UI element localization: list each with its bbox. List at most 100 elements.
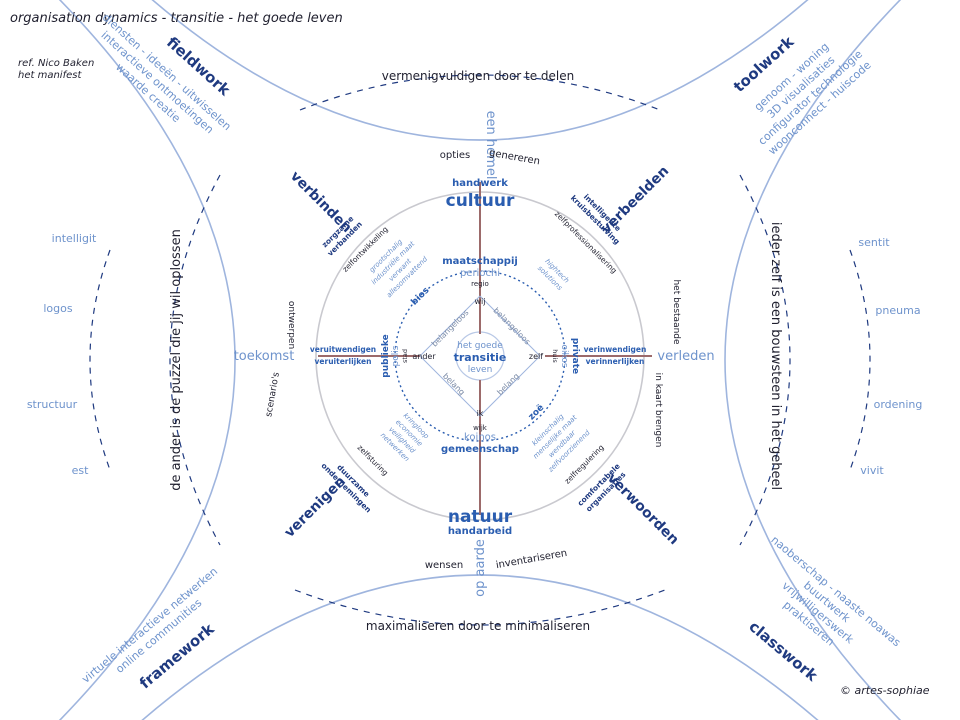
scenarios-label: scenario's: [264, 371, 282, 418]
outer-bottom-text: maximaliseren door te minimaliseren: [366, 619, 590, 633]
inner-line-ne: [479, 295, 541, 357]
zelfsturing-block: zelfsturing: [356, 443, 391, 478]
ik-label: ik: [477, 409, 484, 418]
ander-label: ander: [412, 352, 436, 361]
top-arc: [151, 0, 809, 141]
opties-label: opties: [440, 150, 471, 161]
gemeenschap-label: gemeenschap: [441, 444, 519, 455]
belang-block-2: belang: [495, 371, 521, 397]
outer-left-block: de ander is de puzzel die jij wil oploss…: [169, 229, 184, 491]
belang-label: belang: [441, 371, 467, 397]
cross-axes: [318, 182, 652, 515]
maatschappij-label: maatschappij: [442, 256, 518, 267]
het-bestaande-label: het bestaande: [671, 279, 681, 345]
top-dashed-arc: [299, 74, 661, 111]
zoe-label: zoë: [527, 403, 546, 422]
transitie-label: transitie: [454, 351, 507, 364]
belang-label: belang: [495, 371, 521, 397]
verinnerlijken-label: verinnerlijken: [586, 357, 645, 366]
inner-line-nw: [419, 295, 481, 357]
scenarios-block: scenario's: [264, 371, 282, 418]
toolwork-items: genoom - woning 3D visualisaties configu…: [752, 40, 874, 158]
bottom-arc: [141, 574, 819, 720]
left-word: logos: [43, 302, 72, 315]
zoe-block: zoë: [527, 403, 546, 422]
page-title: organisation dynamics - transitie - het …: [10, 11, 343, 26]
outer-left-text: de ander is de puzzel die jij wil oploss…: [169, 229, 184, 491]
polis-label: polis: [391, 345, 401, 366]
bottom-vertical-block: op aarde: [473, 539, 488, 597]
quadrant-bl: kringloop economie veiligheid netwerken: [379, 412, 431, 464]
belang-block-1: belang: [441, 371, 467, 397]
left-word: intelligit: [52, 232, 97, 245]
outer-top-text: vermenigvuldigen door te delen: [382, 69, 575, 83]
op-aarde-label: op aarde: [473, 539, 488, 597]
ontwerpen-block: ontwerpen: [286, 301, 296, 349]
stad-label: stad: [401, 349, 409, 363]
stad-block: stad: [401, 349, 409, 363]
inner-line-sw: [419, 355, 481, 417]
left-far-dashed-arc: [89, 249, 111, 471]
bios-block: bios: [410, 286, 432, 308]
reference-line-2: het manifest: [18, 70, 82, 81]
handwerk-label: handwerk: [452, 178, 508, 189]
verleden-label: verleden: [657, 349, 714, 364]
inner-line-se: [479, 355, 541, 417]
classwork-items: naoberschap - naaste noawas buurtwerk vr…: [768, 533, 903, 649]
natuur-label: natuur: [448, 507, 513, 527]
left-word: structuur: [27, 398, 78, 411]
quadrant-tr: hightech solutions: [536, 257, 571, 292]
right-arc: [724, 0, 902, 720]
right-dashed-arc: [739, 174, 791, 546]
copyright: © artes-sophiae: [840, 684, 930, 697]
left-arc: [58, 0, 236, 720]
right-word: vivit: [860, 464, 884, 477]
left-dashed-arc: [169, 174, 221, 546]
right-word: ordening: [874, 398, 923, 411]
inner-diagonals: [419, 295, 541, 417]
inventariseren-label: inventariseren: [495, 548, 568, 571]
publieke-block: publieke: [381, 334, 391, 377]
koinos-label: koinos: [464, 432, 496, 443]
het-goede-label: het goede: [457, 341, 503, 351]
publieke-label: publieke: [381, 334, 391, 377]
oikos-label: oikos: [559, 344, 569, 367]
corner-arcs: [58, 0, 902, 720]
private-block: private: [570, 338, 580, 374]
handarbeid-label: handarbeid: [448, 526, 512, 537]
huis-label: huis: [551, 349, 559, 363]
polis-block: polis: [391, 345, 401, 366]
outer-right-block: ieder zelf is een bouwsteen in het gehee…: [768, 222, 783, 490]
leven-label: leven: [468, 365, 493, 375]
reference-line-1: ref. Nico Baken: [18, 58, 94, 69]
zelfsturing-label: zelfsturing: [356, 443, 391, 478]
het-bestaande-block: het bestaande: [671, 279, 681, 345]
outer-right-text: ieder zelf is een bouwsteen in het gehee…: [768, 222, 783, 490]
wijk-label: wijk: [473, 424, 488, 432]
right-far-dashed-arc: [849, 249, 871, 471]
periochi-label: periochi: [460, 268, 500, 279]
private-label: private: [570, 338, 580, 374]
veruitwendigen-label: veruitwendigen: [310, 345, 376, 354]
wij-label: wij: [475, 297, 486, 306]
ontwerpen-label: ontwerpen: [286, 301, 296, 349]
left-word: est: [72, 464, 89, 477]
wensen-label: wensen: [425, 560, 463, 571]
zelf-label: zelf: [529, 352, 543, 361]
veruiterlijken-label: veruiterlijken: [315, 357, 372, 366]
bottom-dashed-arc: [294, 589, 666, 626]
verinwendigen-label: verinwendigen: [584, 345, 647, 354]
in-kaart-block: in kaart brengen: [653, 373, 663, 448]
top-vertical-block: een hemel: [483, 111, 498, 180]
oikos-block: oikos: [559, 344, 569, 367]
right-word: sentit: [858, 236, 890, 249]
right-word: pneuma: [875, 304, 920, 317]
een-hemel-label: een hemel: [483, 111, 498, 180]
outer-dashed-arcs: [89, 74, 871, 626]
bios-label: bios: [410, 286, 432, 308]
huis-block: huis: [551, 349, 559, 363]
in-kaart-label: in kaart brengen: [653, 373, 663, 448]
cultuur-label: cultuur: [446, 191, 515, 211]
toekomst-label: toekomst: [234, 349, 295, 364]
